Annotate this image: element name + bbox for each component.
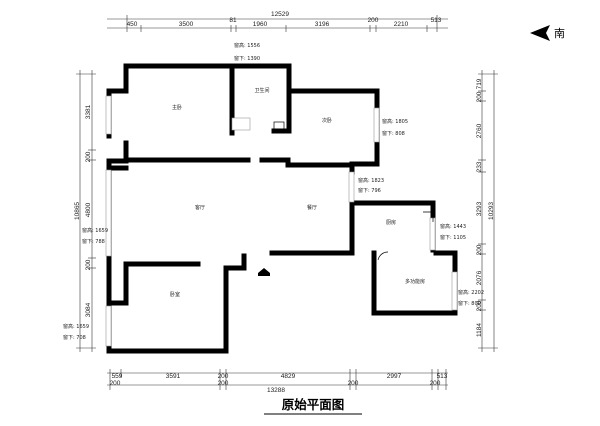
note-living-height: 窗高: 1659 (82, 227, 108, 234)
top-dim-1: 450 (127, 21, 138, 28)
note-multi-sill: 窗下: 800 (458, 300, 481, 307)
top-dim-5: 3196 (315, 21, 330, 28)
top-dim-7: 2210 (394, 21, 409, 28)
bottom-dim-1: 559 (112, 373, 123, 380)
study-window (105, 305, 112, 347)
room-second-bedroom: 次卧 (322, 117, 332, 124)
window-notes: 窗高: 1556 窗下: 1390 窗高: 1805 窗下: 808 窗高: 1… (63, 42, 484, 341)
top-total-dim: 12529 (271, 11, 289, 18)
room-living: 客厅 (195, 204, 205, 211)
left-dim-4: 200 (85, 259, 92, 270)
bottom-dim-3: 200 (218, 373, 229, 380)
right-dim-9: 1184 (476, 323, 483, 337)
right-dim-8: 200 (476, 300, 483, 311)
bottom-row-3: 200 (348, 380, 359, 387)
note-bath-sill: 窗下: 1390 (234, 55, 260, 62)
note-dining-height: 窗高: 1823 (358, 177, 384, 184)
room-dining: 餐厅 (307, 204, 317, 211)
living-window (105, 169, 112, 257)
top-dim-2: 3500 (179, 21, 194, 28)
second-bedroom-window (373, 107, 380, 143)
plan-title: 原始平面图 (264, 397, 362, 415)
walls (106, 63, 458, 354)
note-study-height: 窗高: 1659 (63, 323, 89, 330)
master-window (105, 95, 112, 135)
right-total-dim: 10293 (488, 202, 495, 220)
note-study-sill: 窗下: 708 (63, 334, 86, 341)
bottom-dim-4: 4829 (281, 373, 296, 380)
multi-window (451, 271, 458, 311)
bottom-row-1: 200 (110, 380, 121, 387)
doors (258, 121, 434, 276)
right-dimensions: 719 200 2760 233 3293 200 2076 200 1184 … (476, 70, 498, 352)
room-kitchen: 厨房 (386, 219, 396, 226)
note-kitchen-sill: 窗下: 1105 (440, 234, 466, 241)
left-total-dim: 10865 (74, 202, 81, 220)
note-multi-height: 窗高: 2202 (458, 289, 484, 296)
north-arrow-icon (530, 25, 550, 41)
note-kitchen-height: 窗高: 1443 (440, 223, 466, 230)
left-dim-1: 3381 (85, 104, 92, 119)
left-dimensions: 10865 3381 200 4800 200 3084 (74, 70, 96, 352)
top-dim-8: 513 (431, 17, 442, 24)
bottom-dim-5: 2997 (387, 373, 402, 380)
top-dim-4: 1960 (253, 21, 268, 28)
right-dim-3: 2760 (476, 123, 483, 138)
room-bathroom: 卫生间 (254, 87, 269, 94)
kitchen-window (429, 217, 436, 251)
right-dim-2: 200 (476, 91, 483, 102)
entrance-icon (258, 268, 270, 276)
bottom-dimensions: 559 3591 200 4829 2997 513 200 200 200 2… (107, 369, 448, 394)
title-text: 原始平面图 (282, 397, 345, 412)
right-dim-5: 3293 (476, 201, 483, 216)
bottom-row-2: 200 (218, 380, 229, 387)
compass: 南 (530, 25, 565, 41)
note-second-sill: 窗下: 808 (382, 130, 405, 137)
right-dim-1: 719 (476, 78, 483, 89)
room-multi-function: 多功能房 (405, 278, 425, 285)
bottom-row-4: 200 (430, 380, 441, 387)
room-master-bedroom: 主卧 (172, 104, 182, 111)
dining-window (348, 171, 355, 203)
top-dim-6: 200 (368, 17, 379, 24)
left-dim-5: 3084 (85, 302, 92, 317)
right-dim-4: 233 (476, 161, 483, 172)
right-dim-6: 200 (476, 244, 483, 255)
bottom-dim-2: 3591 (166, 373, 181, 380)
windows (105, 95, 458, 347)
right-dim-7: 2076 (476, 270, 483, 285)
top-dim-3: 81 (229, 17, 237, 24)
shaft-icon (273, 121, 285, 132)
note-living-sill: 窗下: 788 (82, 238, 105, 245)
left-dim-2: 200 (85, 151, 92, 162)
room-study: 卧室 (170, 291, 180, 298)
note-second-height: 窗高: 1805 (382, 118, 408, 125)
bath-fixture (231, 117, 251, 131)
room-labels: 主卧 卫生间 次卧 客厅 餐厅 厨房 卧室 多功能房 (170, 87, 425, 298)
top-dimensions: 12529 450 3500 81 1960 3196 200 2210 513 (107, 11, 448, 32)
note-bath-height: 窗高: 1556 (234, 42, 260, 49)
bottom-total-dim: 13288 (267, 387, 285, 394)
bottom-dim-6: 513 (437, 373, 448, 380)
note-dining-sill: 窗下: 796 (358, 187, 381, 194)
compass-label: 南 (554, 27, 565, 40)
left-dim-3: 4800 (85, 202, 92, 217)
